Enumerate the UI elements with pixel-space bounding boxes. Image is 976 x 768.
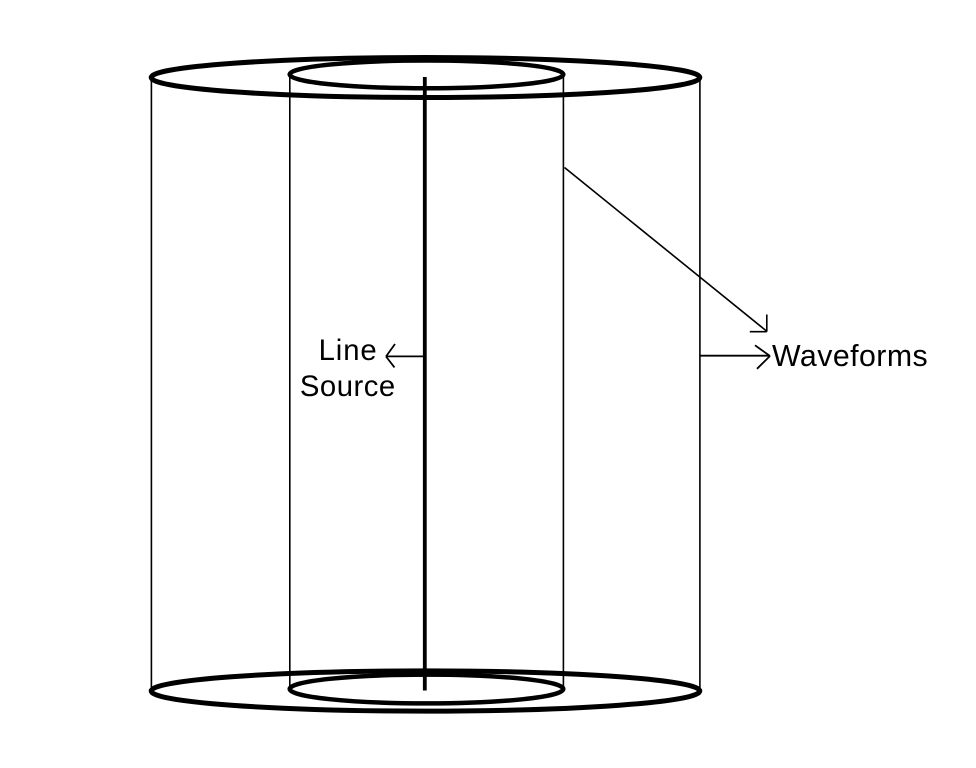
svg-text:Waveforms: Waveforms xyxy=(772,340,928,373)
svg-text:Line: Line xyxy=(319,334,378,367)
svg-text:Source: Source xyxy=(300,370,396,403)
